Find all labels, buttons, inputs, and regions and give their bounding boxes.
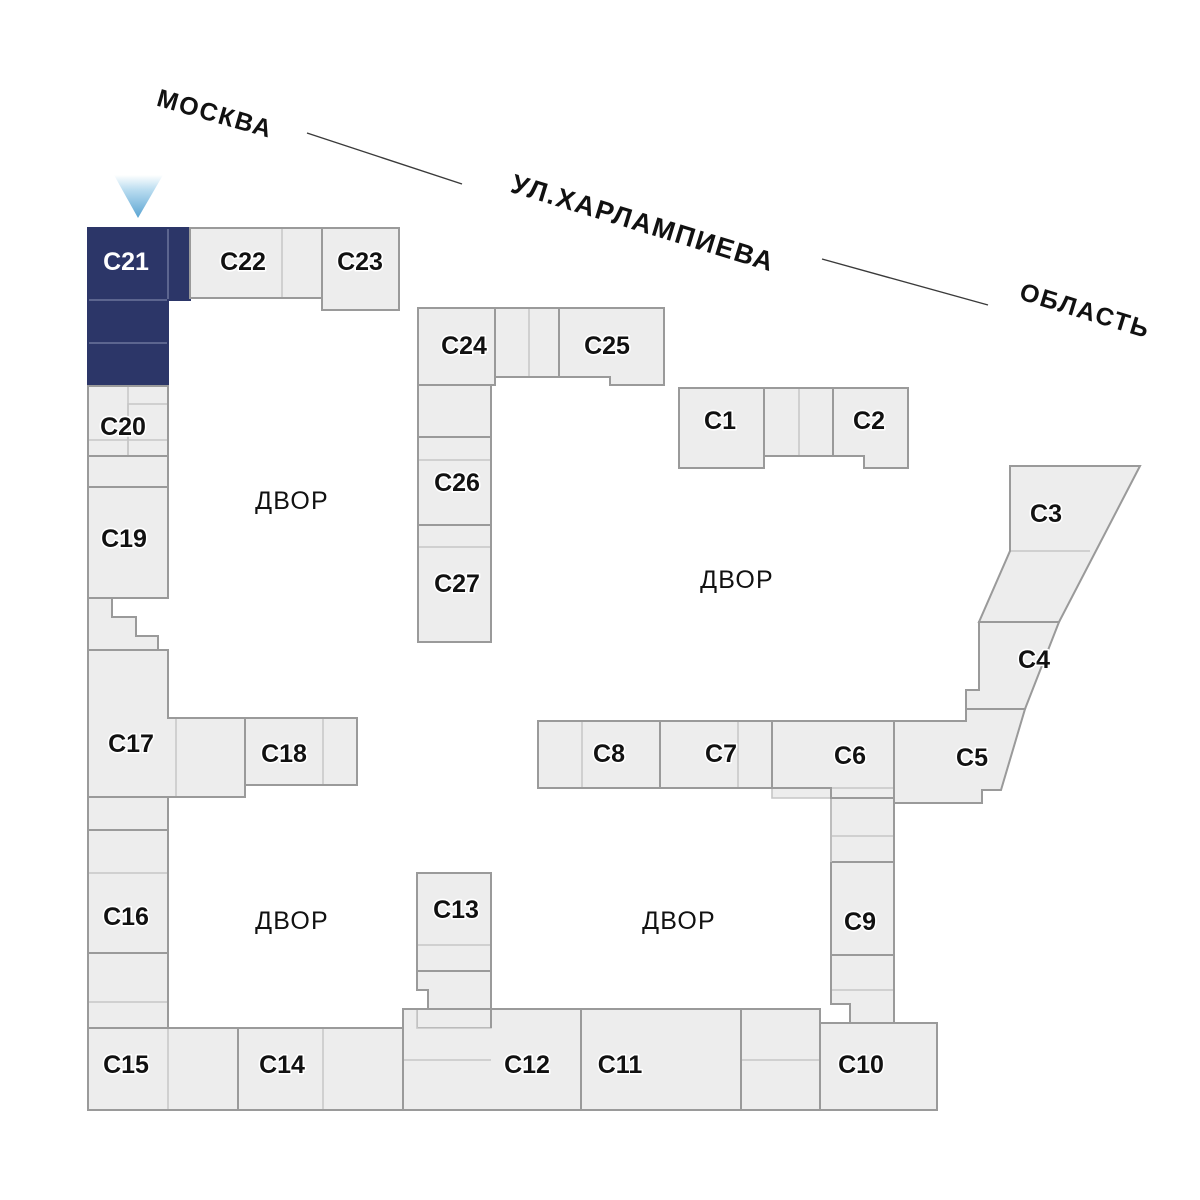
building-C24-outline <box>417 307 496 386</box>
building-label-C14: C14 <box>259 1051 305 1079</box>
yard-labels: ДВОР ДВОР ДВОР ДВОР <box>255 487 774 935</box>
building-label-C8: C8 <box>593 740 625 768</box>
building-label-C11: C11 <box>598 1051 643 1079</box>
building-C17-shape[interactable] <box>87 649 246 798</box>
building-C20-dividers <box>88 386 168 456</box>
building-C25[interactable] <box>558 307 665 386</box>
building-C3-outline <box>977 465 1142 623</box>
building-C23-outline <box>321 227 400 311</box>
building-label-C3: C3 <box>1030 500 1062 528</box>
building-label-C25: C25 <box>584 332 630 360</box>
building-C26-upper[interactable] <box>417 384 492 438</box>
building-C27-outline <box>417 524 492 643</box>
building-label-C9: C9 <box>844 908 876 936</box>
building-label-C13: C13 <box>433 896 479 924</box>
building-C24[interactable] <box>417 307 496 386</box>
building-label-C15: C15 <box>103 1051 149 1079</box>
building-label-C24: C24 <box>441 332 487 360</box>
building-C1[interactable] <box>678 387 765 469</box>
building-label-C5: C5 <box>956 744 988 772</box>
yard-label-nw: ДВОР <box>255 487 329 515</box>
building-C3[interactable] <box>977 465 1142 623</box>
building-C5-outline <box>893 708 1027 804</box>
building-C13-lower[interactable] <box>416 970 492 1029</box>
building-C20-lower[interactable] <box>87 455 169 488</box>
building-C5[interactable] <box>893 708 1027 804</box>
building-C9-lower-shape[interactable] <box>830 954 895 1024</box>
building-C3-shape[interactable] <box>977 465 1142 623</box>
building-C16[interactable] <box>87 829 169 954</box>
yard-label-se: ДВОР <box>642 907 716 935</box>
building-label-C20: C20 <box>100 413 146 441</box>
building-label-C4: C4 <box>1018 646 1050 674</box>
building-label-C19: C19 <box>101 525 147 553</box>
building-label-C12: C12 <box>504 1051 550 1079</box>
street-leader-left <box>306 132 463 185</box>
building-C9-upper-shape[interactable] <box>830 797 895 863</box>
street-leader-right <box>821 258 989 306</box>
building-C26-upper-shape[interactable] <box>417 384 492 438</box>
building-label-C23: C23 <box>337 248 383 276</box>
building-label-C17: C17 <box>108 730 154 758</box>
building-label-C26: C26 <box>434 469 480 497</box>
yard-label-ne: ДВОР <box>700 566 774 594</box>
yard-label-sw: ДВОР <box>255 907 329 935</box>
building-label-C22: C22 <box>220 248 266 276</box>
building-C1-mid[interactable] <box>763 387 834 457</box>
building-C25-outline <box>558 307 665 386</box>
building-C9-upper[interactable] <box>830 797 895 863</box>
building-C16-lower-shape[interactable] <box>87 952 169 1029</box>
building-C20-outline <box>87 385 169 457</box>
building-label-C7: C7 <box>705 740 737 768</box>
building-C12[interactable] <box>402 1008 582 1111</box>
building-C19-step-shape[interactable] <box>87 597 159 651</box>
building-C23[interactable] <box>321 227 400 311</box>
building-C24-mid[interactable] <box>494 307 560 378</box>
direction-label-oblast: ОБЛАСТЬ <box>1016 278 1153 344</box>
building-label-C1: C1 <box>704 407 736 435</box>
building-C17[interactable] <box>87 649 246 798</box>
street-name-label: УЛ.ХАРЛАМПИЕВА <box>508 169 779 278</box>
building-C20-lower-shape[interactable] <box>87 455 169 488</box>
building-C24-mid-shape[interactable] <box>494 307 560 378</box>
building-C9-lower-outline <box>830 954 895 1024</box>
building-C9-lower[interactable] <box>830 954 895 1024</box>
building-label-C16: C16 <box>103 903 149 931</box>
building-C20[interactable] <box>87 385 169 457</box>
street-annotation: МОСКВА УЛ.ХАРЛАМПИЕВА ОБЛАСТЬ <box>154 84 1154 344</box>
building-C16-shape[interactable] <box>87 829 169 954</box>
building-label-C18: C18 <box>261 740 307 768</box>
selected-location-marker[interactable] <box>114 175 163 218</box>
building-label-C2: C2 <box>853 407 885 435</box>
building-C2-outline <box>832 387 909 469</box>
building-C6-neck[interactable] <box>830 787 895 799</box>
building-label-C27: C27 <box>434 570 480 598</box>
building-C19-step[interactable] <box>87 597 159 651</box>
building-C10[interactable] <box>819 1022 938 1111</box>
building-label-C6: C6 <box>834 742 866 770</box>
building-label-C21: C21 <box>103 248 149 276</box>
building-C11-east[interactable] <box>740 1008 821 1111</box>
building-label-C10: C10 <box>838 1051 884 1079</box>
building-C16-upper-shape[interactable] <box>87 796 169 831</box>
building-C18[interactable] <box>244 717 358 786</box>
direction-label-moscow: МОСКВА <box>154 84 276 144</box>
building-C12-outline <box>402 1008 582 1111</box>
building-C10-outline <box>819 1022 938 1111</box>
building-C19-outline <box>87 486 169 599</box>
building-C16-lower[interactable] <box>87 952 169 1029</box>
building-C1-outline <box>678 387 765 469</box>
building-C19[interactable] <box>87 486 169 599</box>
building-C2[interactable] <box>832 387 909 469</box>
building-C21-dividers <box>88 228 169 344</box>
building-C18-outline <box>244 717 358 786</box>
building-C16-upper[interactable] <box>87 796 169 831</box>
building-C27[interactable] <box>417 524 492 643</box>
